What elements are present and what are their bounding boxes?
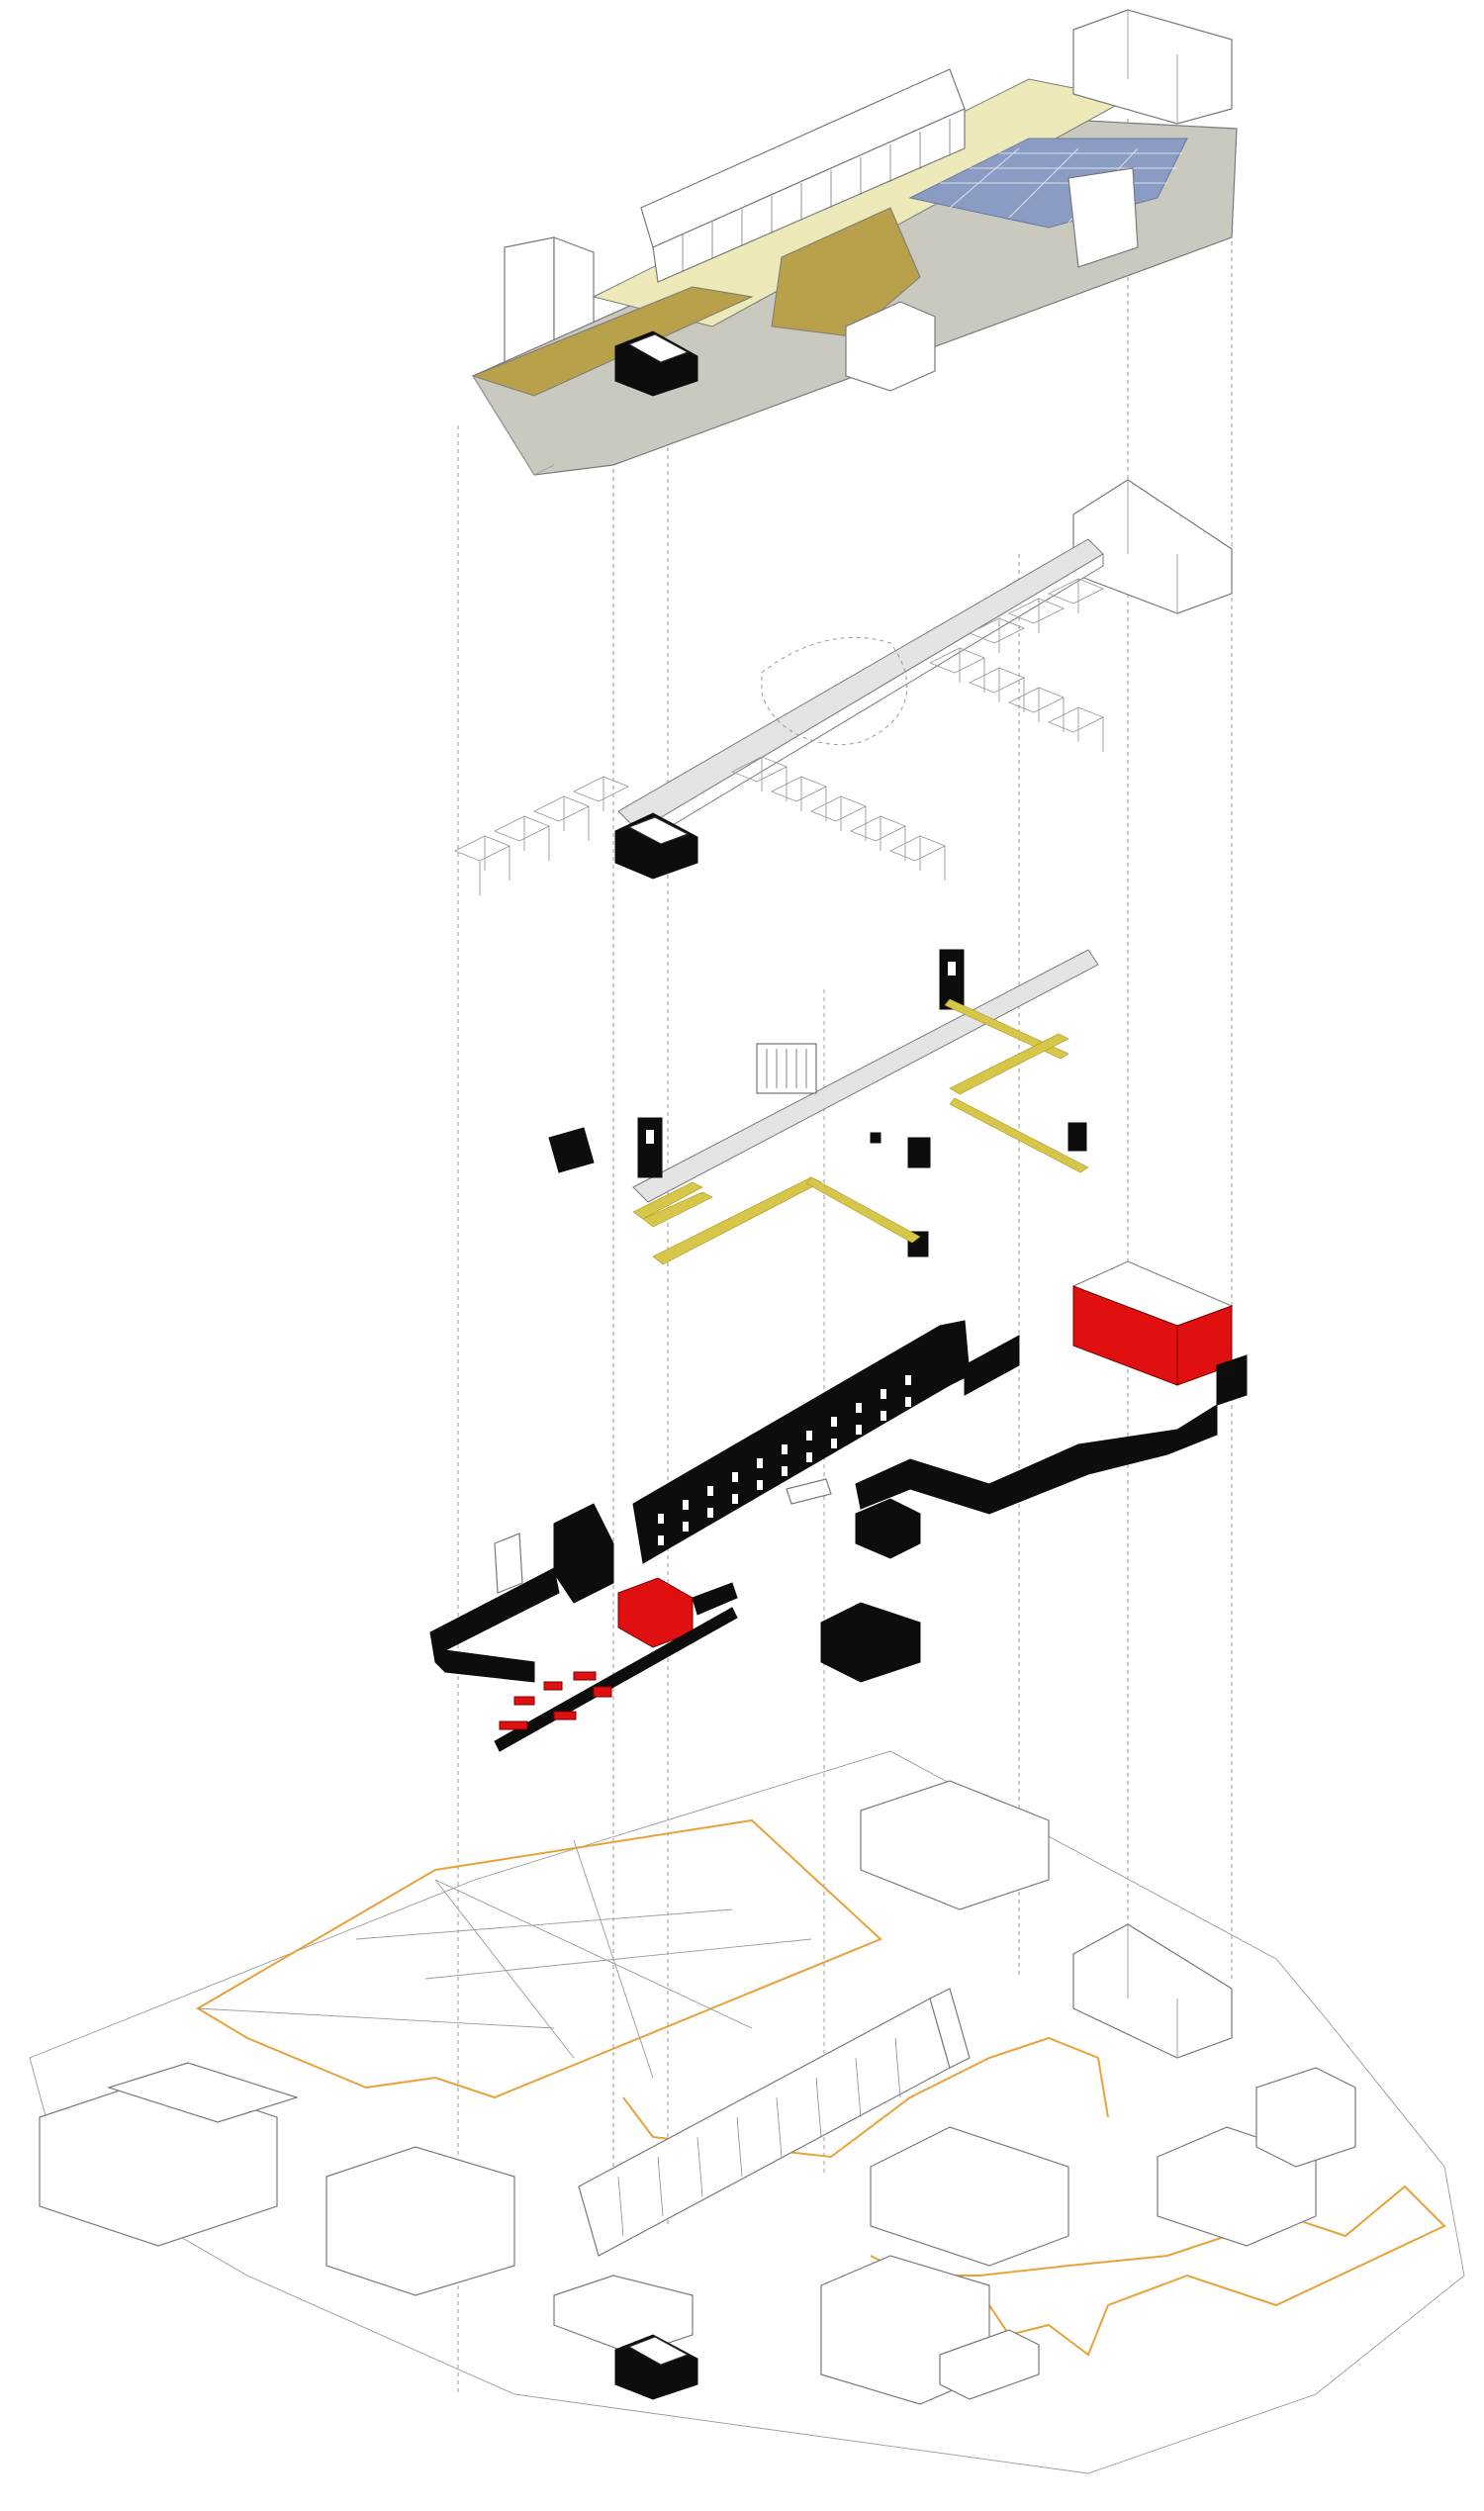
layer-paths-and-entrances <box>548 949 1099 1265</box>
layer-canopies <box>453 479 1233 895</box>
layer-ground-surfaces <box>471 9 1238 476</box>
layer-building-walls <box>429 1260 1248 1752</box>
layer-site-context <box>29 1750 1465 2474</box>
